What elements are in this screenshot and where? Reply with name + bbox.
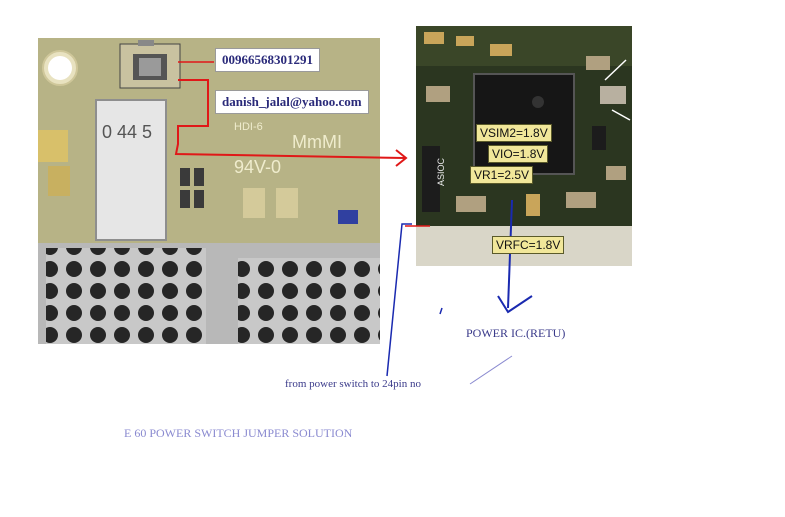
blue-arrow-head: [497, 295, 533, 314]
smd-component: [194, 168, 204, 186]
gold-pad: [38, 130, 68, 162]
smd-component: [592, 126, 606, 150]
red-arrow-head: [395, 149, 408, 167]
jumper-note-caption: from power switch to 24pin no: [285, 378, 421, 390]
capacitor: [338, 210, 358, 224]
smd-component: [606, 166, 626, 180]
gold-pad: [48, 166, 70, 196]
smd-component: [456, 36, 474, 46]
red-jumper-line: [174, 79, 406, 159]
chip-code-text: 0 44 5: [102, 122, 152, 142]
silkscreen-rating: 94V-0: [234, 157, 281, 177]
smd-component: [194, 190, 204, 208]
shield-holes-left: [46, 248, 206, 344]
smd-component: [490, 44, 512, 56]
gold-pad: [243, 188, 265, 218]
shield-holes-right: [238, 258, 380, 344]
smd-component: [422, 146, 440, 212]
shield-component: [95, 99, 167, 241]
smd-component: [526, 194, 540, 216]
smd-component: [180, 190, 190, 208]
blue-pointer-line: [507, 199, 513, 309]
smd-component: [456, 196, 486, 212]
power-ic-caption: POWER IC.(RETU): [466, 326, 566, 340]
smd-component: [426, 86, 450, 102]
vrfc-label: VRFC=1.8V: [492, 236, 565, 254]
silkscreen-hdi: HDI-6: [234, 121, 263, 133]
vsim2-label: VSIM2=1.8V: [476, 124, 552, 142]
email-label: danish_jalal@yahoo.com: [215, 90, 369, 114]
smd-component: [600, 86, 626, 104]
vr1-label: VR1=2.5V: [470, 166, 534, 184]
smd-component: [424, 32, 444, 44]
gold-pad: [276, 188, 298, 218]
smd-component: [586, 56, 610, 70]
silkscreen-mmmi: MmMI: [292, 132, 342, 152]
faint-pointer-line: [469, 355, 513, 385]
vio-label: VIO=1.8V: [488, 145, 549, 163]
smd-component: [566, 192, 596, 208]
smd-component: [180, 168, 190, 186]
chip-side-label: ASIOC: [436, 157, 446, 186]
blue-jumper-line: [386, 223, 412, 377]
phone-label: 00966568301291: [215, 48, 320, 72]
title-caption: E 60 POWER SWITCH JUMPER SOLUTION: [124, 426, 353, 440]
